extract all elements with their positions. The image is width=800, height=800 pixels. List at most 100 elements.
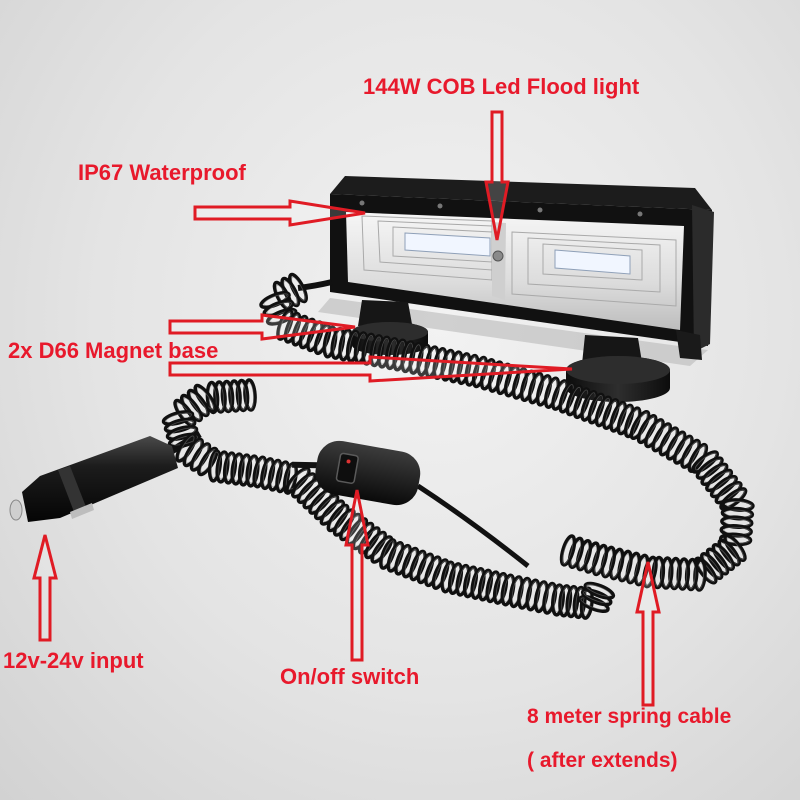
housing-bolt (637, 211, 643, 217)
cable-coil-ring (228, 379, 242, 413)
flood-light-bar (330, 176, 714, 360)
cable-coil-ring (339, 512, 362, 542)
cable-coil-ring (447, 562, 464, 596)
cable-coil-ring (369, 334, 385, 368)
cable-coil-ring (401, 546, 420, 579)
cable-coil-ring (572, 387, 591, 420)
cable-coil-ring (394, 543, 412, 576)
cable-coil-ring (338, 328, 353, 362)
plug-body (22, 436, 178, 522)
cable-coil-ring (602, 398, 620, 431)
cable-coil-highlight (562, 538, 574, 565)
cable-coil-ring (694, 556, 718, 585)
cable-coil-ring (717, 538, 741, 567)
label-spring-cable: 8 meter spring cable (527, 705, 732, 728)
cable-coil-ring (379, 538, 397, 570)
cable-coil-highlight (585, 584, 611, 597)
cable-coil-ring (237, 453, 253, 487)
cable-coil-ring (551, 379, 569, 411)
light-bar-right-end (692, 205, 714, 352)
cigarette-lighter-plug (9, 436, 178, 522)
switch-cable-out (416, 483, 530, 568)
led-chip-right (554, 249, 631, 275)
cable-coil-ring (583, 581, 616, 600)
cable-coil-ring (705, 547, 730, 576)
cable-coil-ring (578, 594, 610, 614)
cable-coil-ring (565, 384, 584, 417)
arrow-switch-icon (344, 489, 370, 662)
cable-coil-ring (714, 480, 743, 505)
cable-coil-ring (207, 449, 223, 483)
center-lens (492, 250, 504, 262)
housing-bolt (537, 207, 543, 213)
label-flood-light: 144W COB Led Flood light (363, 74, 640, 99)
cable-coil-ring (551, 583, 565, 617)
switch-cable-in (292, 461, 319, 469)
cable-coil-ring (424, 555, 442, 588)
cable-coil-ring (558, 584, 573, 618)
arrow-magnet-right-icon (168, 355, 573, 383)
label-magnet-base: 2x D66 Magnet base (8, 338, 219, 363)
cable-coil-ring (291, 472, 317, 499)
cable-coil-ring (705, 468, 734, 493)
cable-coil-ring (609, 400, 628, 433)
cable-coil-ring (298, 317, 317, 350)
cable-coil-ring (283, 311, 302, 344)
cable-coil-ring (245, 454, 260, 488)
switch-rocker (335, 452, 359, 484)
cable-coil-ring (690, 450, 720, 474)
cable-coil-ring (252, 455, 268, 489)
cable-coil-ring (167, 432, 201, 449)
bar-cable-lead (297, 279, 333, 291)
on-off-switch (292, 440, 421, 506)
reflector-ridge (527, 237, 661, 293)
cable-coil-ring (558, 381, 577, 414)
cable-coil-ring (285, 466, 311, 494)
arrow-flood-light-icon (484, 110, 510, 241)
cable-coil-ring (384, 337, 400, 371)
cable-coil-ring (711, 542, 736, 572)
cable-coil-ring (580, 389, 598, 422)
cable-coil-ring (477, 568, 494, 602)
cable-coil-ring (275, 460, 291, 494)
magnet-top-right (566, 356, 670, 384)
cable-coil-ring (687, 442, 709, 473)
cable-coil-ring (213, 380, 227, 414)
cable-coil-ring (723, 533, 747, 563)
bar-stand-leg (676, 330, 702, 360)
cable-coil-ring (265, 307, 298, 326)
cable-coil-ring (431, 558, 450, 590)
housing-bolt (437, 203, 443, 209)
mount-bracket-left (358, 300, 412, 326)
arrow-waterproof-icon (193, 199, 366, 227)
cable-coil-ring (559, 534, 577, 567)
cable-coil-ring (243, 378, 257, 412)
cable-coil-ring (700, 462, 729, 487)
magnet-top-left (352, 322, 428, 342)
plug-tip (9, 499, 23, 521)
cable-coil-ring (440, 560, 456, 594)
cable-coil-ring (222, 451, 238, 485)
cable-coil-ring (313, 323, 332, 356)
cable-coil-ring (386, 541, 405, 573)
cable-coil-ring (364, 530, 387, 560)
cable-coil-ring (587, 392, 606, 425)
cable-coil-ring (416, 552, 435, 585)
plug-side-contact (70, 503, 94, 519)
cable-coil-ring (409, 549, 427, 582)
cable-coil-ring (205, 380, 220, 415)
cable-coil-ring (580, 588, 613, 607)
cable-coil-ring (485, 570, 501, 604)
cable-coil-ring (370, 535, 394, 564)
cable-coil-ring (235, 378, 250, 413)
reflector-ridge (511, 231, 677, 307)
label-input: 12v-24v input (3, 648, 144, 673)
cable-coil-ring (326, 503, 350, 533)
cable-coil-ring (492, 571, 509, 605)
cable-coil-ring (695, 456, 724, 480)
cable-coil-ring (276, 309, 294, 341)
cable-coil-ring (377, 335, 392, 369)
label-switch: On/off switch (280, 664, 420, 689)
